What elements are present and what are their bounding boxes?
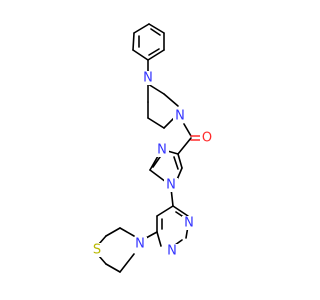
bond	[105, 263, 121, 273]
label-background	[133, 237, 147, 251]
atom-thiomorpholine-s: S	[90, 243, 104, 258]
atom-symbol: N	[166, 178, 176, 193]
bond	[133, 23, 150, 34]
bond	[98, 255, 107, 265]
structure-diagram: N N O N N N N N	[90, 23, 214, 273]
bond	[183, 123, 192, 137]
molecule-canvas: N N O N N N N N	[90, 23, 214, 273]
bond	[156, 231, 162, 247]
bond-inner	[148, 48, 160, 56]
label-background	[182, 216, 196, 230]
bond	[132, 49, 149, 61]
atom-piperazine-n-top: N	[141, 71, 155, 86]
bond	[149, 169, 167, 183]
thiomorpholine-ring	[98, 227, 135, 273]
label-background	[164, 178, 178, 192]
bond	[147, 117, 165, 129]
bond	[119, 227, 135, 237]
atom-pyrimidine-n1: N	[182, 216, 196, 231]
bond	[147, 83, 165, 95]
atom-symbol: O	[202, 131, 212, 146]
bond	[119, 253, 135, 273]
atom-symbol: N	[157, 143, 167, 158]
atom-symbol: N	[167, 244, 177, 259]
bond	[148, 23, 165, 34]
atom-symbol: N	[135, 237, 145, 252]
atom-symbol: N	[175, 109, 185, 124]
bond	[177, 153, 183, 169]
atom-symbol: N	[143, 71, 153, 86]
bond	[172, 205, 189, 217]
bond-inner	[152, 156, 161, 168]
label-background	[165, 244, 179, 258]
bond-inner	[173, 156, 179, 170]
atom-symbol: S	[93, 243, 101, 258]
atom-carbonyl-o: O	[200, 131, 214, 146]
atom-symbol: N	[184, 216, 194, 231]
label-background	[200, 131, 214, 145]
bond	[156, 205, 174, 217]
bond-inner	[150, 28, 161, 36]
bond	[163, 93, 179, 107]
bond	[132, 32, 135, 51]
bond	[163, 117, 175, 129]
piperazine-ring	[147, 83, 179, 129]
bond	[149, 155, 159, 171]
label-background	[173, 109, 187, 123]
bond	[177, 137, 192, 155]
bond	[105, 227, 121, 237]
atom-imidazole-n1: N	[164, 178, 178, 193]
bond	[145, 231, 158, 239]
atom-imidazole-n3: N	[155, 143, 169, 158]
label-background	[90, 243, 104, 257]
atom-thiomorpholine-n: N	[133, 237, 147, 252]
atom-pyrimidine-n3: N	[165, 244, 179, 259]
bond	[147, 49, 165, 61]
atom-piperazine-n-bottom: N	[173, 109, 187, 124]
label-background	[155, 143, 169, 157]
bond	[98, 235, 107, 245]
label-background	[141, 71, 155, 85]
phenyl-ring	[132, 23, 165, 61]
atom-labels: N N O N N N N N	[90, 71, 214, 259]
pyrimidine-ring	[156, 205, 189, 253]
